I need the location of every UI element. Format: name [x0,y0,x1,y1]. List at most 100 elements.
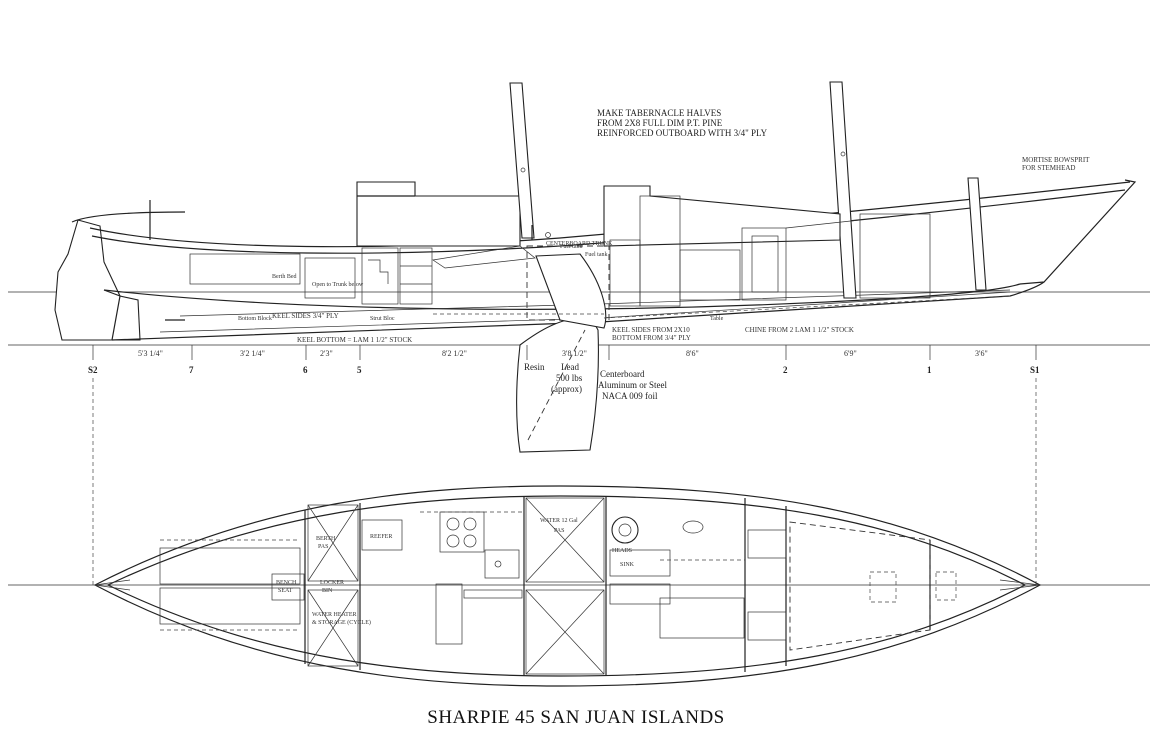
reefer-box [361,519,403,551]
profile-label-fuel-tank: Fuel tank [560,244,583,250]
centerboard-pivot-line [527,329,586,441]
berth-box-port [307,504,359,582]
foremast-pin [840,151,846,157]
berth-box-stbd [307,589,359,667]
fwd-cabin-trunk [603,185,841,247]
galley-counter [435,583,463,645]
label-water-heater-2: & STORAGE (CYCLE) [312,619,371,626]
galley-sink [484,549,520,579]
label-water: WATER 12 Gal [540,518,578,524]
centerboard-note-2: Aluminum or Steel [598,380,667,390]
galley-cabinet [399,247,433,305]
station-5: 5 [357,365,362,375]
label-water-heater: WATER HEATER [312,612,357,618]
water-tank-box-stbd [525,589,605,675]
centerboard-note-3: NACA 009 foil [602,391,658,401]
tabernacle-note-2: FROM 2X8 FULL DIM P.T. PINE [597,118,723,128]
bench-box [271,573,305,601]
label-water-pas: PAS [554,528,564,534]
bowsprit-note-2: FOR STEMHEAD [1022,164,1075,172]
aft-mast [509,82,535,239]
profile-label-open-trunk: Open to Trunk below [312,282,364,288]
profile-label-strut-bloc: Strut Bloc [370,316,395,322]
profile-label-table: Table [710,316,724,322]
cleat [545,232,551,238]
water-tank-box [525,497,605,583]
vee-berth [789,521,931,651]
station-6: 6 [303,365,308,375]
centerboard-note-1: Centerboard [600,369,645,379]
aft-cabin-trunk [356,181,521,247]
profile-label-fuel-tank-2: Fuel tank [585,252,608,258]
sheer-line [89,181,1131,248]
plan-sheer [93,485,1042,687]
plan-view: BERTH PAS REEFER WATER 12 Gal PAS WATER … [8,485,1150,687]
profile-label-bottom-block: Bottom Block [238,316,272,322]
burner-3 [446,534,460,548]
label-bench-seat: SEAT [278,588,293,594]
label-reefer: REEFER [370,534,392,540]
station-2: 2 [783,365,788,375]
centerboard [516,315,599,453]
dim-7: 6'9" [844,349,857,358]
label-berth-pas: PAS [318,544,328,550]
tabernacle-note-3: REINFORCED OUTBOARD WITH 3/4" PLY [597,128,768,138]
label-locker: LOCKER [320,580,344,586]
dim-1: 5'3 1/4" [138,349,163,358]
mast-pin [520,167,526,173]
profile-view: MAKE TABERNACLE HALVES FROM 2X8 FULL DIM… [8,81,1150,453]
saloon-settee [659,597,745,639]
head-sink [682,520,704,534]
fore-mast [829,81,857,299]
plan-inner-sheer [106,495,1027,677]
bridge-deck [432,245,536,269]
bowsprit-post [967,177,987,291]
profile-label-berth-bed: Berth Bed [272,274,297,280]
fwd-berth [859,213,931,299]
saloon-table [679,249,741,301]
stem [1019,179,1137,285]
keel-bottom-note: KEEL BOTTOM = LAM 1 1/2" STOCK [297,336,412,344]
burner-1 [446,517,460,531]
ladder [368,259,389,284]
keel-sides-aft-note: KEEL SIDES 3/4" PLY [272,312,339,320]
companionway [361,247,399,305]
label-heads: HEADS [612,548,632,554]
label-berth: BERTH [316,536,336,542]
head-door [741,227,787,301]
tiller [71,211,186,223]
tabernacle-note-1: MAKE TABERNACLE HALVES [597,108,721,118]
fwd-locker [609,239,641,307]
aft-berth-port [159,547,301,585]
chine-note: CHINE FROM 2 LAM 1 1/2" STOCK [745,326,854,334]
toilet [611,516,639,544]
ballast-note-2: 500 lbs [556,373,583,383]
ballast-note-3: (approx) [551,384,582,394]
dim-6: 8'6" [686,349,699,358]
chine-line [103,283,1021,310]
drawing-title: SHARPIE 45 SAN JUAN ISLANDS [427,707,724,728]
resin-note: Resin [524,362,545,372]
dim-3: 2'3" [320,349,333,358]
lead-ballast [535,253,607,329]
transom-lower [103,289,121,341]
station-s1: S1 [1030,365,1040,375]
rudder [54,219,141,341]
dim-8: 3'6" [975,349,988,358]
station-s2: S2 [88,365,98,375]
quarter-berth-box [304,257,356,299]
station-1: 1 [927,365,932,375]
dim-2: 3'2 1/4" [240,349,265,358]
station-7: 7 [189,365,194,375]
label-locker-bin: BIN [322,588,333,594]
burner-2 [463,517,477,531]
dim-4: 8'2 1/2" [442,349,467,358]
stove [439,511,485,553]
keel-sides-fwd-note-1: KEEL SIDES FROM 2X10 [612,326,690,334]
centerboard-trunk [526,245,610,321]
ballast-note-1: Lead [561,362,579,372]
burner-4 [463,534,477,548]
label-bench: BENCH [276,580,297,586]
profile-label-cb-trunk: CENTERBOARD TRUNK [546,241,613,247]
